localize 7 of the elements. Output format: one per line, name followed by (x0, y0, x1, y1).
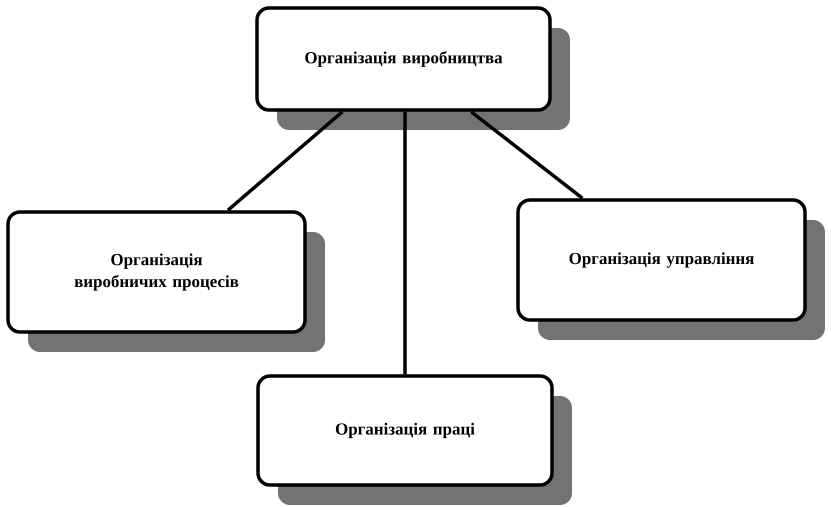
process-box: Організація виробничих процесів (6, 210, 325, 352)
process-box: Організація виробництва (255, 6, 570, 130)
connector-line (470, 110, 584, 200)
process-box: Організація управління (516, 198, 825, 340)
connector-line (403, 112, 407, 374)
connector-line (226, 110, 344, 212)
process-box: Організація праці (256, 374, 572, 505)
